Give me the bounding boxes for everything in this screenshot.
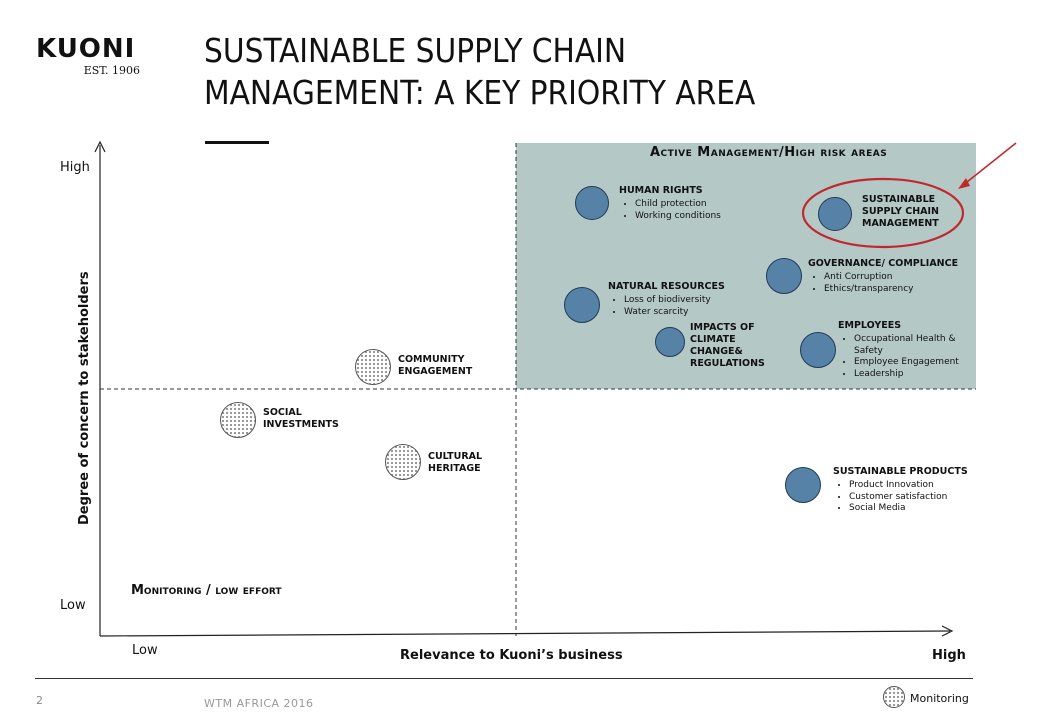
sustainable-products-bullet: Social Media bbox=[849, 503, 983, 515]
sustainable-products-bullets: Product Innovation Customer satisfaction… bbox=[833, 480, 983, 515]
kuoni-logo: KUONI EST. 1906 bbox=[36, 34, 146, 77]
employees-label: EMPLOYEES Occupational Health & Safety E… bbox=[838, 320, 974, 380]
governance-label: GOVERNANCE/ COMPLIANCE Anti Corruption E… bbox=[808, 258, 973, 295]
climate-line-3: REGULATIONS bbox=[690, 358, 765, 369]
human-rights-bubble bbox=[575, 186, 609, 220]
legend-monitoring-label: Monitoring bbox=[910, 692, 969, 705]
y-low-label: Low bbox=[60, 598, 86, 613]
social-line-1: SOCIAL bbox=[263, 407, 302, 418]
sscm-bubble bbox=[818, 197, 852, 231]
social-investments-label: SOCIAL INVESTMENTS bbox=[263, 407, 363, 431]
governance-bullet: Ethics/transparency bbox=[824, 284, 973, 296]
governance-bullet: Anti Corruption bbox=[824, 272, 973, 284]
legend-monitoring-swatch bbox=[883, 686, 905, 708]
x-axis-line bbox=[99, 630, 951, 637]
human-rights-bullets: Child protection Working conditions bbox=[619, 199, 759, 222]
employees-bullet: Leadership bbox=[854, 369, 974, 381]
natural-resources-bullet: Loss of biodiversity bbox=[624, 295, 748, 307]
climate-change-label: IMPACTS OF CLIMATE CHANGE& REGULATIONS bbox=[690, 322, 790, 370]
high-risk-zone bbox=[516, 143, 976, 389]
sustainable-products-title: SUSTAINABLE PRODUCTS bbox=[833, 466, 968, 477]
climate-line-2: CLIMATE CHANGE& bbox=[690, 334, 743, 357]
sscm-line-2: SUPPLY CHAIN bbox=[862, 206, 940, 217]
y-axis-arrow-icon bbox=[94, 140, 106, 153]
employees-bubble bbox=[800, 332, 836, 368]
sscm-label: SUSTAINABLE SUPPLY CHAIN MANAGEMENT bbox=[862, 194, 962, 230]
governance-bullets: Anti Corruption Ethics/transparency bbox=[808, 272, 973, 295]
natural-resources-bullet: Water scarcity bbox=[624, 307, 748, 319]
community-engagement-bubble bbox=[355, 349, 391, 385]
community-engagement-label: COMMUNITY ENGAGEMENT bbox=[398, 354, 498, 378]
cultural-heritage-bubble bbox=[385, 444, 421, 480]
y-axis-title: Degree of concern to stakeholders bbox=[77, 271, 92, 525]
footer-divider bbox=[35, 678, 973, 679]
cultural-line-1: CULTURAL bbox=[428, 451, 483, 462]
x-axis-title: Relevance to Kuoni’s business bbox=[400, 648, 623, 663]
cultural-line-2: HERITAGE bbox=[428, 463, 481, 474]
community-line-2: ENGAGEMENT bbox=[398, 366, 473, 377]
employees-bullets: Occupational Health & Safety Employee En… bbox=[838, 334, 974, 380]
employees-bullet: Employee Engagement bbox=[854, 357, 974, 369]
x-low-label: Low bbox=[132, 643, 158, 658]
sustainable-products-bullet: Customer satisfaction bbox=[849, 492, 983, 504]
x-high-label: High bbox=[932, 648, 966, 663]
title-line-1: SUSTAINABLE SUPPLY CHAIN bbox=[204, 31, 627, 70]
title-line-2: MANAGEMENT: A KEY PRIORITY AREA bbox=[204, 73, 756, 112]
governance-bubble bbox=[766, 258, 802, 294]
natural-resources-title: NATURAL RESOURCES bbox=[608, 281, 725, 292]
sscm-line-1: SUSTAINABLE bbox=[862, 194, 936, 205]
social-line-2: INVESTMENTS bbox=[263, 419, 339, 430]
y-high-label: High bbox=[60, 160, 90, 175]
low-effort-zone-title: Monitoring / low effort bbox=[131, 583, 282, 598]
community-line-1: COMMUNITY bbox=[398, 354, 465, 365]
page-number: 2 bbox=[36, 694, 43, 707]
social-investments-bubble bbox=[220, 402, 256, 438]
sustainable-products-bubble bbox=[785, 467, 821, 503]
employees-bullet: Occupational Health & Safety bbox=[854, 334, 974, 357]
title-underline bbox=[205, 141, 269, 144]
human-rights-bullet: Child protection bbox=[635, 199, 759, 211]
highlight-arrow-icon bbox=[958, 178, 970, 189]
cultural-heritage-label: CULTURAL HERITAGE bbox=[428, 451, 528, 475]
sustainable-products-bullet: Product Innovation bbox=[849, 480, 983, 492]
governance-title: GOVERNANCE/ COMPLIANCE bbox=[808, 258, 959, 269]
natural-resources-bullets: Loss of biodiversity Water scarcity bbox=[608, 295, 748, 318]
employees-title: EMPLOYEES bbox=[838, 320, 902, 331]
natural-resources-bubble bbox=[564, 287, 600, 323]
highlight-ellipse bbox=[801, 177, 965, 249]
human-rights-title: HUMAN RIGHTS bbox=[619, 185, 703, 196]
human-rights-bullet: Working conditions bbox=[635, 211, 759, 223]
high-risk-zone-title: Active Management/High risk areas bbox=[650, 145, 888, 160]
logo-est: EST. 1906 bbox=[83, 64, 140, 77]
logo-brand: KUONI bbox=[36, 34, 136, 64]
sustainable-products-label: SUSTAINABLE PRODUCTS Product Innovation … bbox=[833, 466, 983, 515]
highlight-arrow-line bbox=[961, 142, 1017, 187]
human-rights-label: HUMAN RIGHTS Child protection Working co… bbox=[619, 185, 759, 222]
slide-title: SUSTAINABLE SUPPLY CHAIN MANAGEMENT: A K… bbox=[204, 30, 904, 114]
climate-change-bubble bbox=[655, 327, 685, 357]
climate-line-1: IMPACTS OF bbox=[690, 322, 755, 333]
x-axis-arrow-icon bbox=[941, 625, 954, 637]
footer-event-text: WTM AFRICA 2016 bbox=[204, 697, 314, 710]
sscm-line-3: MANAGEMENT bbox=[862, 218, 939, 229]
natural-resources-label: NATURAL RESOURCES Loss of biodiversity W… bbox=[608, 281, 748, 318]
